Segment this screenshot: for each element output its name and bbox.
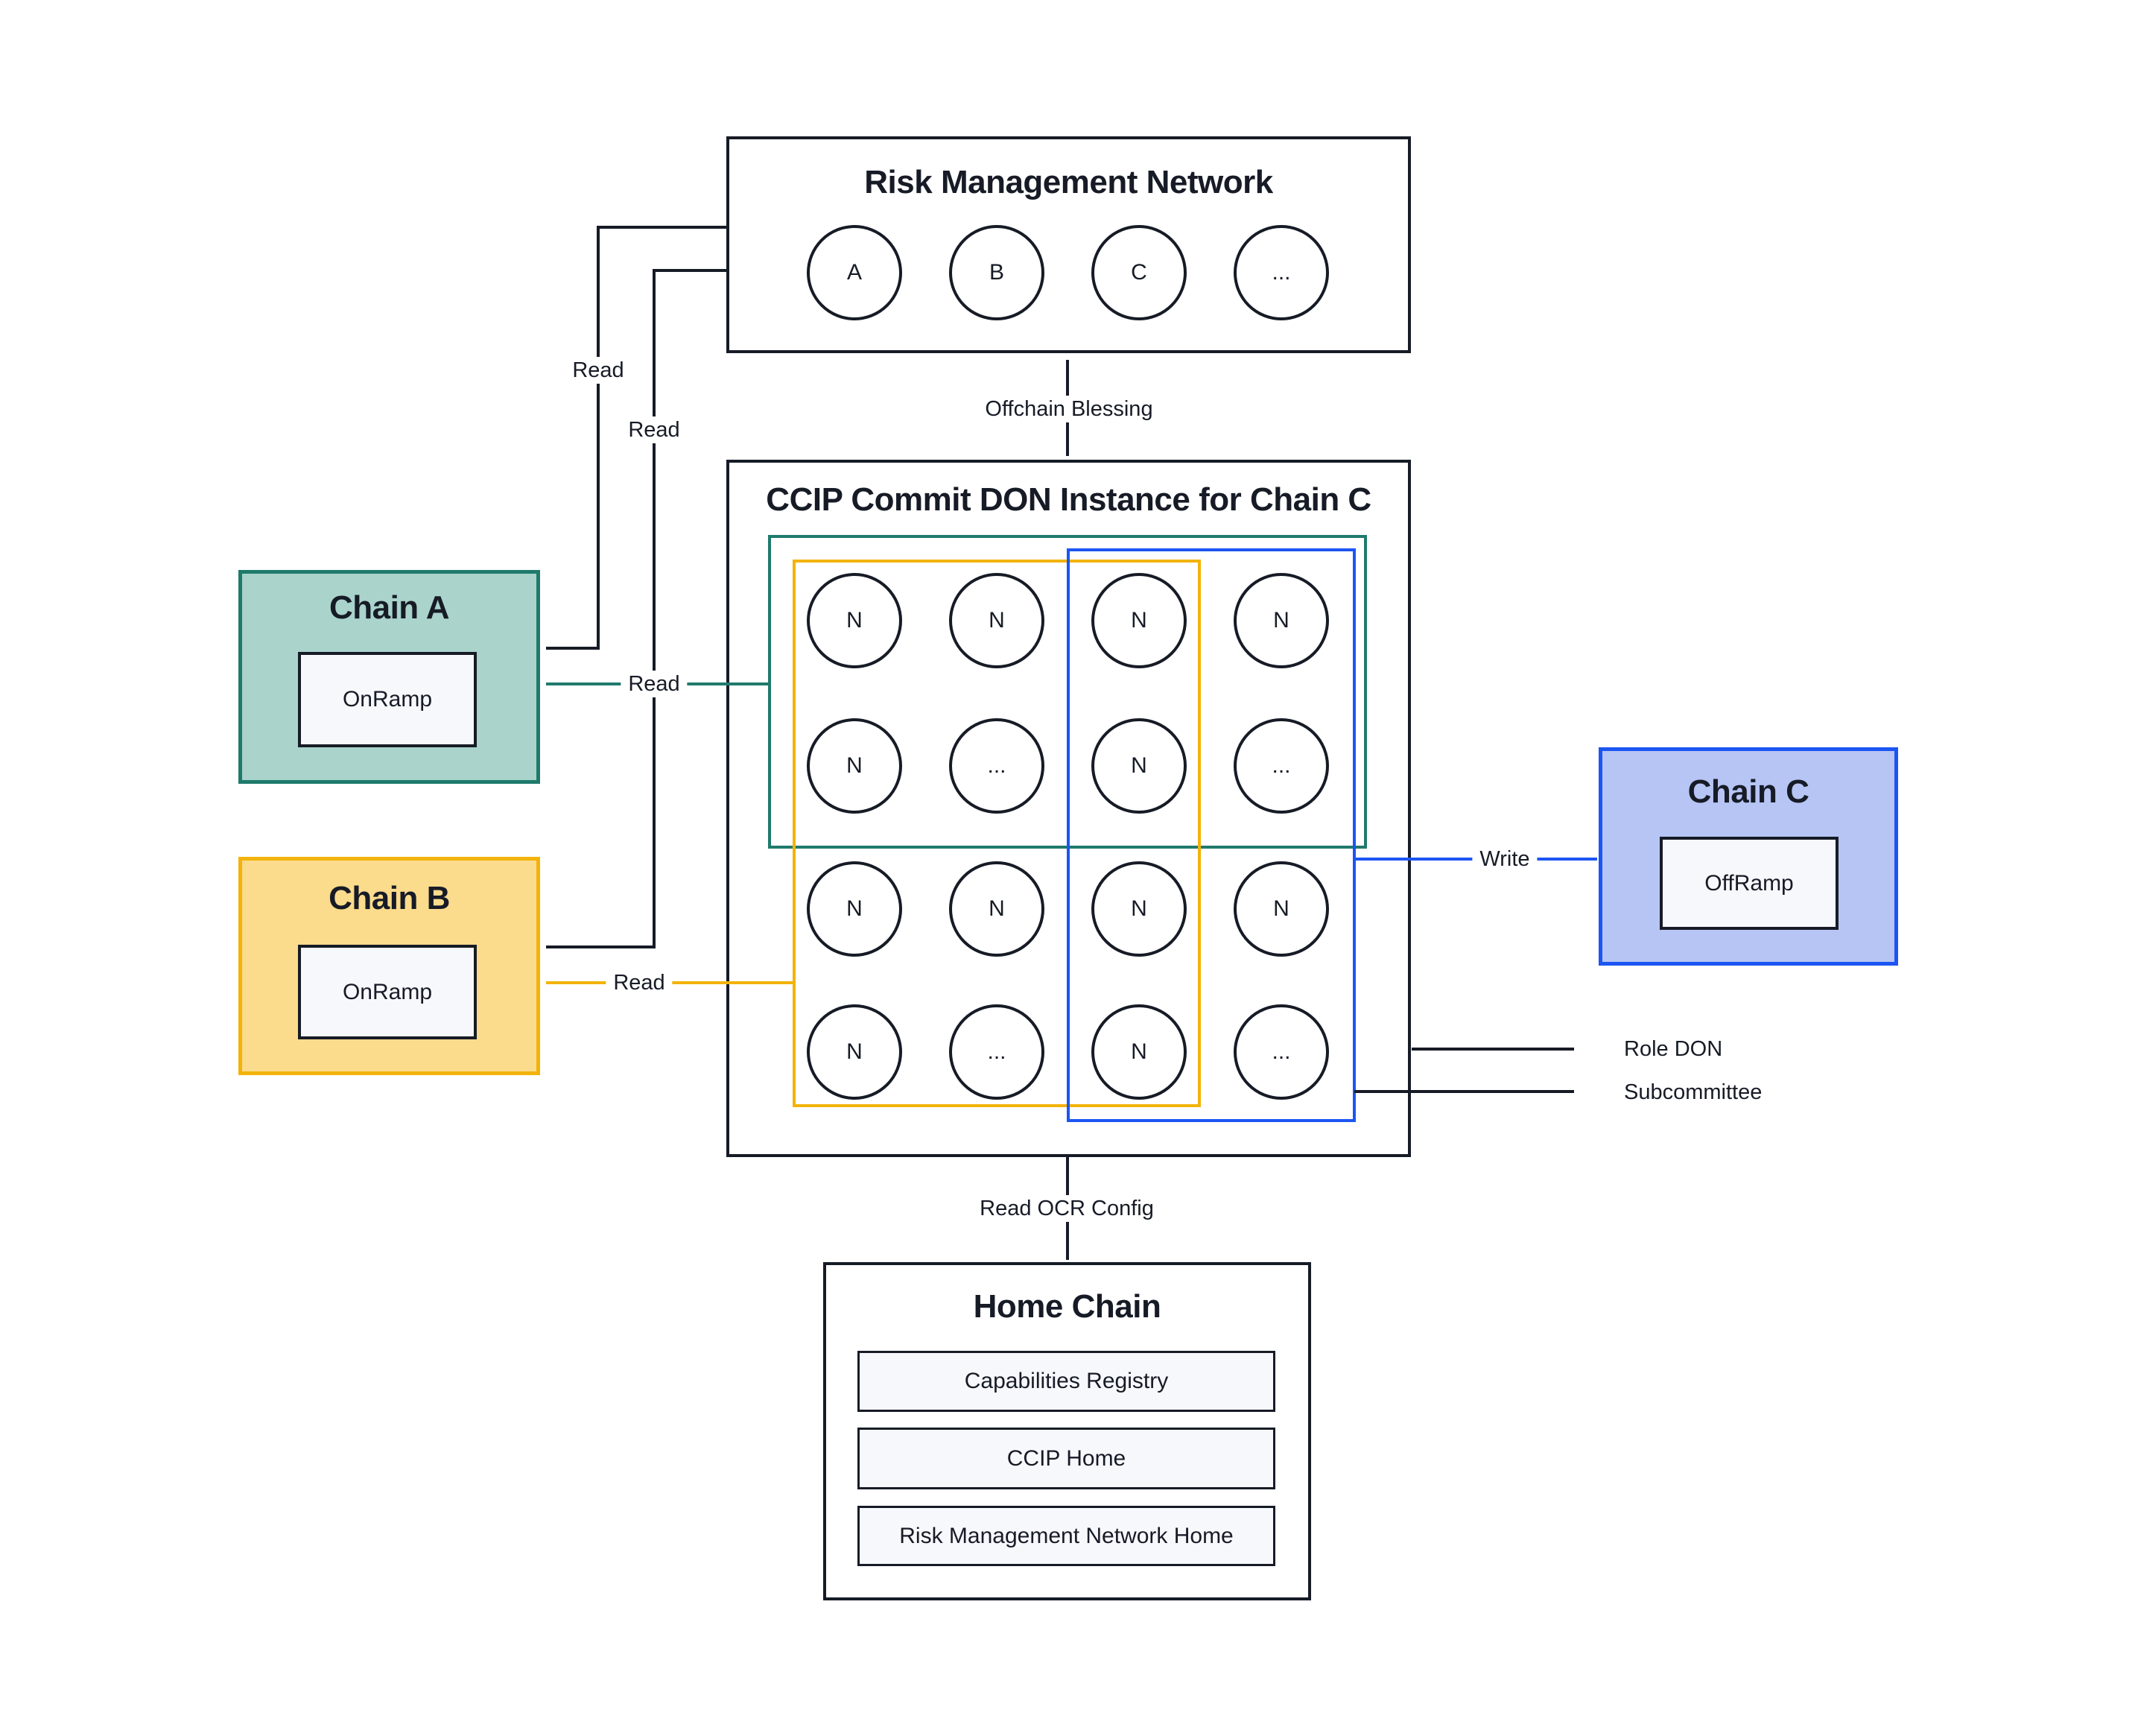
role-don-label: Role DON	[1624, 1037, 1723, 1061]
chain-a-title: Chain A	[329, 589, 450, 626]
subcommittee-label: Subcommittee	[1624, 1080, 1763, 1104]
ccip-home-box: CCIP Home	[857, 1428, 1275, 1489]
chain-b-onramp-box: OnRamp	[298, 945, 477, 1039]
ccip-commit-don-title: CCIP Commit DON Instance for Chain C	[766, 481, 1371, 518]
don-node-circle: ...	[949, 1004, 1044, 1100]
chain-c-title: Chain C	[1687, 773, 1809, 810]
chain-c-box: Chain C OffRamp	[1599, 747, 1898, 966]
don-node-circle: N	[1234, 861, 1329, 957]
don-node-circle: N	[1091, 718, 1187, 814]
read-ocr-config-label: Read OCR Config	[972, 1195, 1161, 1222]
rmn-node-circle: A	[807, 225, 902, 320]
don-node-circle: N	[807, 861, 902, 957]
read-label-rmn-chain-a: Read	[565, 357, 632, 384]
don-node-circle: N	[1234, 573, 1329, 668]
chain-a-box: Chain A OnRamp	[238, 570, 540, 784]
rmn-node-circle: ...	[1234, 225, 1329, 320]
capabilities-registry-box: Capabilities Registry	[857, 1351, 1275, 1412]
don-node-circle: N	[1091, 573, 1187, 668]
home-chain-box: Home Chain Capabilities Registry CCIP Ho…	[823, 1262, 1311, 1600]
risk-management-network-title: Risk Management Network	[864, 164, 1273, 200]
write-label: Write	[1472, 846, 1538, 872]
read-label-don-chain-b: Read	[606, 969, 673, 996]
don-node-circle: N	[1091, 1004, 1187, 1100]
don-node-circle: N	[949, 573, 1044, 668]
don-node-circle: ...	[1234, 718, 1329, 814]
chain-b-title: Chain B	[329, 880, 450, 916]
read-label-rmn-chain-b: Read	[621, 416, 688, 443]
chain-a-onramp-box: OnRamp	[298, 652, 477, 747]
don-node-circle: N	[1091, 861, 1187, 957]
don-node-circle: ...	[1234, 1004, 1329, 1100]
offchain-blessing-label: Offchain Blessing	[977, 396, 1161, 422]
don-node-circle: N	[949, 861, 1044, 957]
don-node-circle: N	[807, 1004, 902, 1100]
don-node-circle: N	[807, 718, 902, 814]
chain-c-offramp-box: OffRamp	[1660, 837, 1839, 930]
rmn-node-circle: B	[949, 225, 1044, 320]
chain-b-box: Chain B OnRamp	[238, 857, 540, 1075]
don-node-circle: N	[807, 573, 902, 668]
don-node-circle: ...	[949, 718, 1044, 814]
risk-management-network-home-box: Risk Management Network Home	[857, 1506, 1275, 1566]
read-label-don-chain-a: Read	[621, 671, 688, 697]
home-chain-title: Home Chain	[973, 1288, 1161, 1325]
rmn-node-circle: C	[1091, 225, 1187, 320]
